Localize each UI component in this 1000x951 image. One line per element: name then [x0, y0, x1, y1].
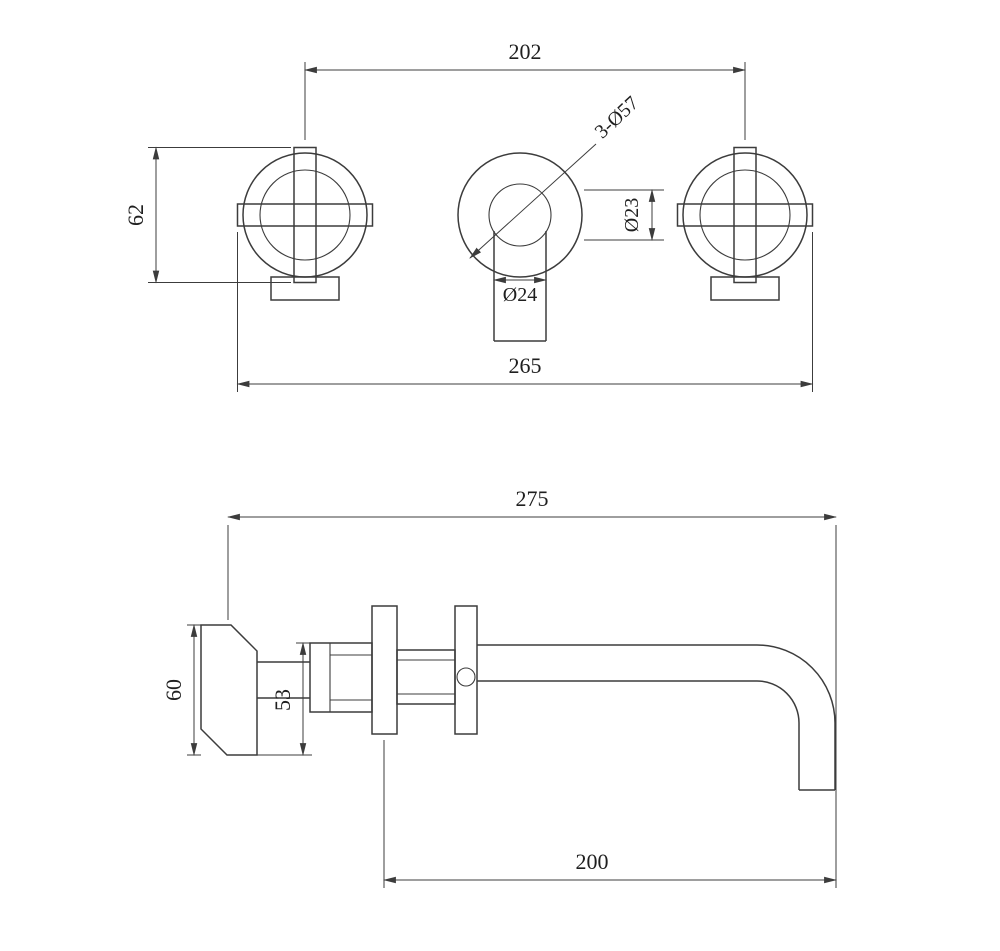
- wall-plate: [200, 624, 258, 756]
- dim-spout-diameter: Ø23: [584, 188, 664, 242]
- right-handle: [676, 146, 814, 301]
- dim-label-200: 200: [576, 849, 609, 874]
- cartridge-body: [396, 649, 456, 705]
- note-escutcheon-holes: 3-Ø57: [469, 92, 643, 259]
- dim-label-62: 62: [123, 204, 148, 226]
- dim-body-height: 53: [257, 641, 312, 757]
- front-flange: [454, 605, 478, 735]
- side-view: 275 60 53 200: [161, 486, 838, 888]
- dim-plate-height: 60: [161, 623, 201, 757]
- dim-label-275: 275: [516, 486, 549, 511]
- rear-flange: [371, 605, 398, 735]
- dim-handle-length: 62: [123, 146, 291, 284]
- dim-label-60: 60: [161, 679, 186, 701]
- note-label-3x57: 3-Ø57: [591, 92, 643, 143]
- dim-overall-width: 265: [236, 232, 814, 392]
- front-view: 202 62 3-Ø57 Ø23 Ø24: [123, 39, 814, 392]
- spout: [477, 644, 836, 791]
- dim-handle-spacing: 202: [303, 39, 747, 140]
- dim-label-d24: Ø24: [503, 284, 537, 306]
- dim-label-265: 265: [509, 353, 542, 378]
- dim-spout-reach: 200: [382, 740, 838, 888]
- dim-label-53: 53: [270, 689, 295, 711]
- center-spout: [457, 152, 583, 342]
- dim-spout-inner: Ø24: [492, 276, 548, 306]
- left-handle: [236, 146, 374, 301]
- valve-body: [309, 642, 373, 713]
- dim-label-202: 202: [509, 39, 542, 64]
- dim-overall-depth: 275: [226, 486, 838, 888]
- dim-label-d23: Ø23: [621, 198, 643, 232]
